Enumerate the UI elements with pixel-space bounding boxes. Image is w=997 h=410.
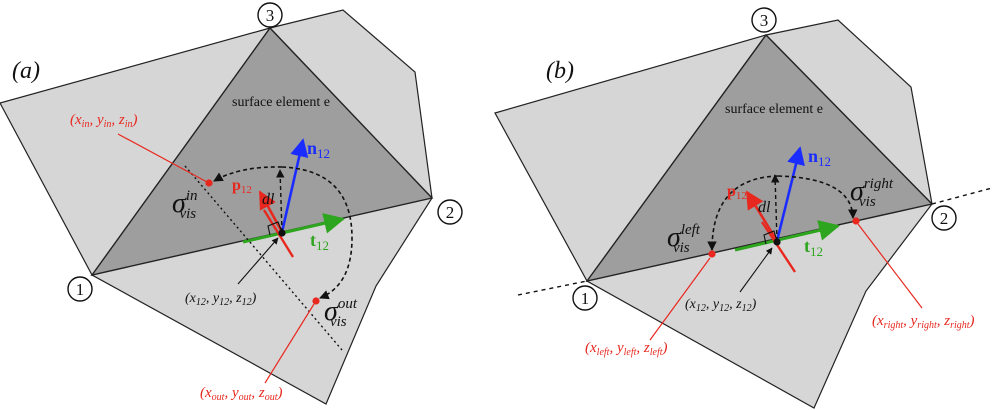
svg-text:3: 3 <box>760 11 769 30</box>
midpoint-dot <box>278 229 286 237</box>
p-segment <box>760 221 797 273</box>
panel-b: 3 2 1 (b) surface element e n12 t12 p12 … <box>494 7 993 409</box>
panel-a-label: (a) <box>12 58 40 84</box>
leader-out <box>264 303 315 384</box>
p-label: p12 <box>727 183 747 202</box>
svg-text:1: 1 <box>76 280 85 299</box>
p-arrow <box>745 190 779 242</box>
leader-right <box>857 223 923 309</box>
normal-label: n12 <box>307 138 330 161</box>
surface-element-label: surface element e <box>725 102 823 117</box>
svg-text:3: 3 <box>266 6 275 25</box>
tangent-arrow <box>734 220 841 252</box>
arc-to-in <box>213 166 283 182</box>
dl-dashed-line <box>276 169 285 233</box>
right-angle-marker <box>763 230 778 245</box>
node-1-marker: 1 <box>67 276 93 302</box>
p-arrow <box>258 190 284 233</box>
node-2-marker: 2 <box>437 199 463 225</box>
surface-element-label: surface element e <box>232 95 330 110</box>
node-3-marker: 3 <box>751 7 777 33</box>
point-left-label: (xleft, yleft, zleft) <box>585 340 668 358</box>
normal-dotted-line <box>184 165 343 351</box>
point-left-dot <box>708 250 716 258</box>
edge-dotted-line-left <box>517 280 588 296</box>
dl-label: dl <box>758 199 771 216</box>
panel-a: 3 2 1 (a) surface element e n12 t12 p12 … <box>0 2 463 405</box>
normal-arrow <box>775 146 805 242</box>
svg-text:2: 2 <box>446 203 455 222</box>
tangent-arrow <box>242 213 346 244</box>
point-right-label: (xright, yright, zright) <box>872 313 975 331</box>
tangent-label: t12 <box>310 230 329 253</box>
svg-text:1: 1 <box>581 289 590 308</box>
tangent-label: t12 <box>804 236 823 259</box>
leader-in <box>117 133 208 183</box>
right-angle-marker <box>267 221 283 236</box>
dl-label: dl <box>262 191 275 208</box>
node-2-marker: 2 <box>931 205 957 231</box>
normal-label: n12 <box>808 146 831 169</box>
node-1-marker: 1 <box>572 285 598 311</box>
midpoint-dot <box>773 238 781 246</box>
svg-text:2: 2 <box>940 209 949 228</box>
leader-mid <box>237 237 279 285</box>
normal-arrow <box>280 138 309 233</box>
surface-element-triangle <box>585 33 934 283</box>
point-out-label: (xout, yout, zout) <box>200 385 283 403</box>
p-label: p12 <box>232 177 252 196</box>
point-right-dot <box>852 217 860 225</box>
node-3-marker: 3 <box>257 2 283 28</box>
point-out-dot <box>312 297 320 305</box>
leader-mid <box>739 247 773 293</box>
panel-b-label: (b) <box>546 58 574 84</box>
arc-to-right <box>777 175 858 219</box>
point-in-dot <box>205 179 213 187</box>
arc-to-out <box>281 166 353 300</box>
edge-dotted-line-right <box>931 187 993 205</box>
leader-left <box>649 257 711 341</box>
